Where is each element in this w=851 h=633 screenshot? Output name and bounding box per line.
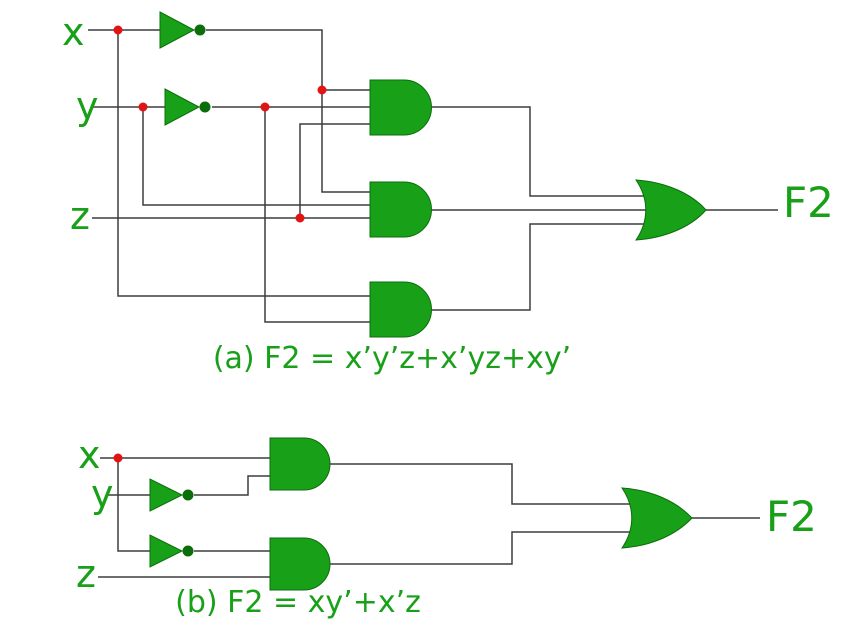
and-gate-1-b: [269, 437, 331, 491]
not-bubble-y-b: [182, 489, 194, 501]
input-label-z-a: z: [70, 194, 90, 238]
wire-and2-to-or-b: [330, 531, 650, 565]
or-gate-a: [635, 179, 707, 241]
wire-and1-to-or-a: [431, 106, 660, 197]
input-label-y-a: y: [76, 84, 99, 128]
not-gate-x-a: [159, 11, 196, 49]
input-label-x-a: x: [62, 10, 85, 54]
and-gate-2-b: [269, 537, 331, 591]
and-gate-3-a: [369, 281, 432, 338]
junction-dot-y-a: [138, 102, 148, 112]
not-bubble-x-a: [194, 24, 206, 36]
wire-z-to-and1: [299, 123, 370, 218]
wire-y-branch-to-and2: [142, 107, 370, 206]
not-bubble-y-a: [199, 101, 211, 113]
wire-x-branch-to-not-b: [117, 458, 150, 552]
junction-dot-x-b: [113, 453, 123, 463]
junction-dot-x-a: [113, 25, 123, 35]
not-gate-x-b: [149, 534, 184, 568]
input-label-y-b: y: [91, 472, 114, 516]
wire-yprime-to-and3: [264, 107, 370, 323]
or-gate-b: [621, 487, 693, 549]
output-label-b: F2: [766, 492, 817, 541]
wire-x-branch-to-and3: [117, 30, 370, 297]
not-gate-y-b: [149, 478, 184, 512]
input-label-z-b: z: [76, 552, 96, 596]
junction-dot-z-a: [295, 213, 305, 223]
wire-and3-to-or-a: [431, 223, 660, 311]
not-gate-y-a: [164, 88, 201, 126]
output-label-a: F2: [783, 178, 834, 227]
and-gate-1-a: [369, 79, 432, 136]
circuit-b: x y z F2 (b) F2 = xy’+x’z: [76, 433, 817, 620]
caption-a: (a) F2 = x’y’z+x’yz+xy’: [213, 341, 571, 376]
caption-b: (b) F2 = xy’+x’z: [175, 585, 421, 620]
circuit-a: x y z F2 (a) F2 = x’y’z+x’yz+xy’: [62, 10, 834, 376]
wire-yprime-to-and1-b: [194, 475, 270, 496]
junction-dot-xprime-a: [317, 85, 327, 95]
junction-dot-yprime-a: [260, 102, 270, 112]
not-bubble-x-b: [182, 545, 194, 557]
wire-and1-to-or-b: [330, 463, 650, 505]
wire-xprime-to-and2: [206, 29, 370, 193]
and-gate-2-a: [369, 181, 432, 238]
input-label-x-b: x: [78, 433, 101, 477]
